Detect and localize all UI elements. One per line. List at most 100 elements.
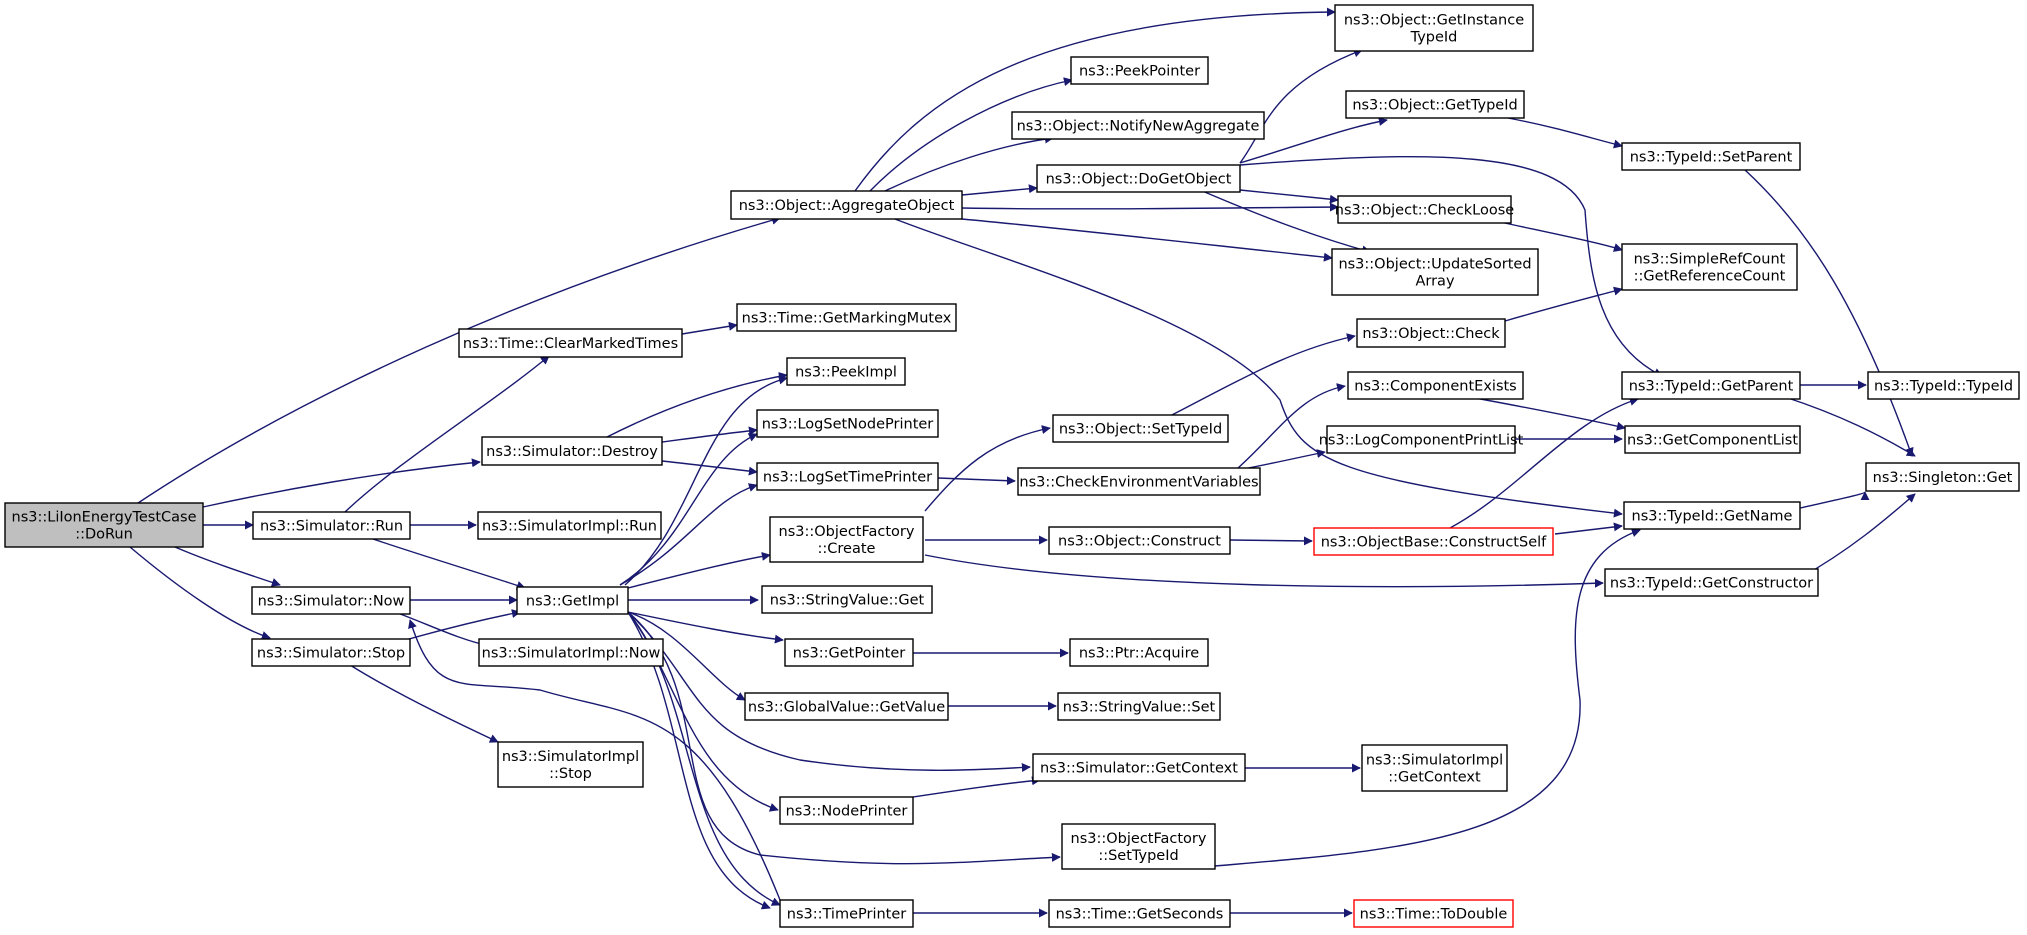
node-box: [769, 516, 924, 563]
edge-run-clearmarkedtimes: [344, 355, 550, 513]
node-box: [730, 190, 963, 220]
node-logcomponentprintlist[interactable]: ns3::LogComponentPrintList: [1319, 425, 1524, 454]
node-typeidtypeid[interactable]: ns3::TypeId::TypeId: [1867, 371, 2020, 400]
node-label: ns3::Object::GetTypeId: [1352, 98, 1517, 114]
node-simrun[interactable]: ns3::Simulator::Run: [252, 511, 411, 540]
node-typeidgetconstructor[interactable]: ns3::TypeId::GetConstructor: [1604, 568, 1819, 597]
node-notifynewaggregate[interactable]: ns3::Object::NotifyNewAggregate: [1011, 111, 1265, 140]
node-label: ns3::TypeId::GetParent: [1629, 379, 1794, 395]
node-label: ::DoRun: [75, 527, 133, 543]
node-box: [1326, 425, 1516, 454]
edge-aggregate-dogetobject: [961, 184, 1038, 196]
node-dogetobject[interactable]: ns3::Object::DoGetObject: [1036, 164, 1241, 193]
node-simgetcontext[interactable]: ns3::Simulator::GetContext: [1032, 753, 1246, 782]
node-box: [1867, 371, 2020, 400]
node-objsettypeid[interactable]: ns3::Object::SetTypeId: [1052, 414, 1229, 443]
node-getcomponentlist[interactable]: ns3::GetComponentList: [1624, 425, 1801, 454]
node-simdestroy[interactable]: ns3::Simulator::Destroy: [481, 436, 663, 466]
node-simimplstop[interactable]: ns3::SimulatorImpl::Stop: [497, 741, 644, 788]
node-simstop[interactable]: ns3::Simulator::Stop: [251, 638, 411, 667]
edge-destroy-logtimeprinter: [661, 460, 758, 476]
node-logsettimeprinter[interactable]: ns3::LogSetTimePrinter: [756, 462, 939, 491]
node-simimplnow[interactable]: ns3::SimulatorImpl::Now: [478, 638, 664, 667]
node-box: [1621, 142, 1801, 171]
node-objfactorysettypeid[interactable]: ns3::ObjectFactory::SetTypeId: [1061, 823, 1216, 870]
node-checkloose[interactable]: ns3::Object::CheckLoose: [1335, 195, 1514, 224]
node-label: ns3::SimulatorImpl::Now: [482, 646, 661, 662]
node-simnow[interactable]: ns3::Simulator::Now: [251, 586, 411, 615]
node-box: [1057, 692, 1221, 721]
node-objfactorycreate[interactable]: ns3::ObjectFactory::Create: [769, 516, 924, 563]
node-peekimpl[interactable]: ns3::PeekImpl: [786, 357, 906, 386]
node-label: ns3::PeekPointer: [1079, 64, 1200, 80]
node-typeidsetparent[interactable]: ns3::TypeId::SetParent: [1621, 142, 1801, 171]
node-globalvaluegetvalue[interactable]: ns3::GlobalValue::GetValue: [744, 692, 949, 721]
node-getimpl[interactable]: ns3::GetImpl: [516, 586, 629, 615]
edge-objconstruct-constructself: [1229, 536, 1313, 546]
node-constructself[interactable]: ns3::ObjectBase::ConstructSelf: [1313, 527, 1554, 556]
node-getreferencecount[interactable]: ns3::SimpleRefCount::GetReferenceCount: [1621, 243, 1798, 291]
edge-root-destroy: [202, 458, 481, 508]
node-aggregateobject[interactable]: ns3::Object::AggregateObject: [730, 190, 963, 220]
edge-objgettypeid-setparent: [1507, 117, 1623, 149]
node-label: ns3::TypeId::GetName: [1632, 509, 1793, 525]
node-box: [1011, 111, 1265, 140]
node-stringvalueget[interactable]: ns3::StringValue::Get: [761, 585, 933, 614]
edge-dogetobject-getinstancetypeid: [1239, 48, 1363, 164]
node-getpointer[interactable]: ns3::GetPointer: [784, 638, 914, 667]
node-label: ns3::ObjectBase::ConstructSelf: [1321, 535, 1547, 551]
node-label: ::Create: [818, 541, 876, 557]
edge-dogetobject-checkloose: [1239, 189, 1339, 204]
node-box: [1017, 467, 1261, 496]
edge-constructself-typeidgetname: [1554, 522, 1623, 535]
node-label: ns3::Simulator::Destroy: [486, 444, 658, 460]
node-typeidgetparent[interactable]: ns3::TypeId::GetParent: [1621, 371, 1801, 400]
node-label: ns3::SimulatorImpl: [1366, 753, 1503, 769]
node-getmarkingmutex[interactable]: ns3::Time::GetMarkingMutex: [736, 303, 957, 332]
edge-dogetobject-objgettypeid: [1239, 117, 1388, 164]
node-box: [1032, 753, 1246, 782]
edge-dogetobject-updatesortedarray: [1199, 189, 1371, 255]
node-box: [1069, 638, 1209, 667]
node-objectcheck[interactable]: ns3::Object::Check: [1356, 318, 1506, 348]
node-box: [252, 511, 411, 540]
node-label: ::GetReferenceCount: [1634, 269, 1786, 285]
edge-destroy-peekimpl: [604, 372, 788, 439]
node-box: [779, 796, 914, 825]
node-typeidgetname[interactable]: ns3::TypeId::GetName: [1623, 501, 1801, 530]
node-timegetseconds[interactable]: ns3::Time::GetSeconds: [1048, 899, 1231, 928]
node-componentexists[interactable]: ns3::ComponentExists: [1347, 371, 1524, 400]
node-label: ns3::Simulator::GetContext: [1040, 761, 1238, 777]
node-objgettypeid[interactable]: ns3::Object::GetTypeId: [1345, 90, 1525, 119]
edge-getimpl-globalvaluegetvalue: [627, 611, 746, 701]
edge-run-getimpl: [369, 537, 526, 590]
node-nodeprinter[interactable]: ns3::NodePrinter: [779, 796, 914, 825]
node-box: [1347, 371, 1524, 400]
node-clearmarkedtimes[interactable]: ns3::Time::ClearMarkedTimes: [458, 328, 683, 358]
node-simimplrun[interactable]: ns3::SimulatorImpl::Run: [477, 511, 662, 540]
node-singletonget[interactable]: ns3::Singleton::Get: [1865, 462, 2020, 492]
node-label: ns3::TypeId::SetParent: [1630, 150, 1793, 166]
node-box: [1353, 899, 1514, 928]
node-label: ns3::Simulator::Run: [260, 519, 403, 535]
node-logsetnodeprinter[interactable]: ns3::LogSetNodePrinter: [756, 409, 939, 438]
node-timeprinter[interactable]: ns3::TimePrinter: [779, 899, 914, 928]
node-label: ns3::Object::CheckLoose: [1335, 203, 1514, 219]
node-objconstruct[interactable]: ns3::Object::Construct: [1048, 526, 1231, 555]
node-checkenvvars[interactable]: ns3::CheckEnvironmentVariables: [1017, 467, 1261, 496]
node-box: [1048, 899, 1231, 928]
node-label: ns3::LogSetNodePrinter: [762, 417, 934, 433]
node-label: ns3::TimePrinter: [787, 907, 907, 923]
node-simimplgetcontext[interactable]: ns3::SimulatorImpl::GetContext: [1361, 744, 1508, 792]
node-box: [1604, 568, 1819, 597]
node-label: ns3::NodePrinter: [786, 804, 908, 820]
node-box: [1337, 195, 1512, 224]
node-root-dorun[interactable]: ns3::LiIonEnergyTestCase::DoRun: [4, 502, 204, 548]
node-timetodouble[interactable]: ns3::Time::ToDouble: [1353, 899, 1514, 928]
node-label: ns3::GetImpl: [526, 594, 619, 610]
node-peekpointer[interactable]: ns3::PeekPointer: [1070, 56, 1209, 85]
node-ptracquire[interactable]: ns3::Ptr::Acquire: [1069, 638, 1209, 667]
node-stringvalueset[interactable]: ns3::StringValue::Set: [1057, 692, 1221, 721]
